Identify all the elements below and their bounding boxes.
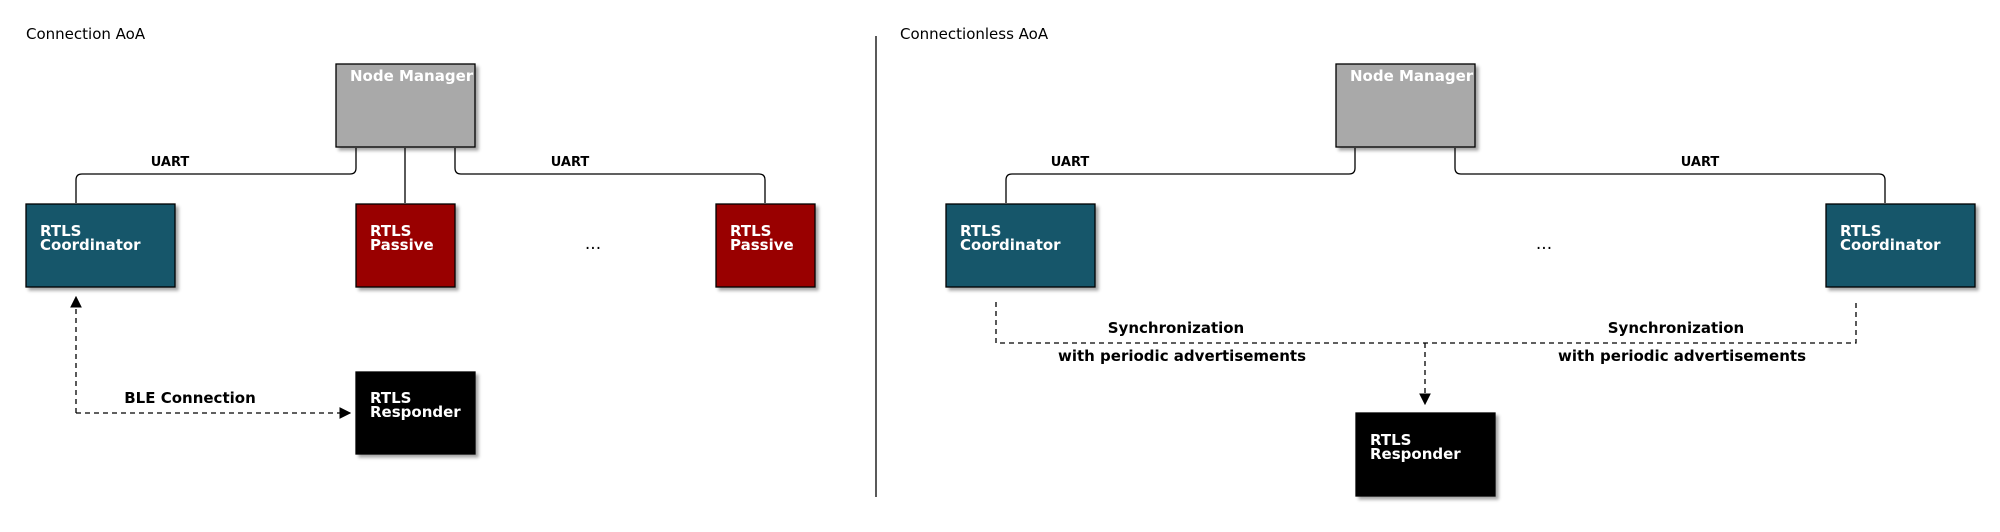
coordinator-label-line2: Coordinator — [40, 236, 141, 254]
rtls-passive-box-2: RTLS Passive — [715, 203, 816, 288]
coordinator-2-label-line1: RTLS — [1840, 222, 1881, 240]
node-manager-label-left: Node Manager — [350, 67, 474, 85]
passive-1-label-line2: Passive — [370, 236, 434, 254]
rtls-passive-box-1: RTLS Passive — [355, 203, 456, 288]
rtls-coordinator-box-1: RTLS Coordinator — [945, 203, 1096, 288]
rtls-coordinator-box-2: RTLS Coordinator — [1825, 203, 1976, 288]
connection-aoa-panel: Connection AoA UART UART BLE Connection … — [25, 25, 816, 455]
responder-right-label-line1: RTLS — [1370, 431, 1411, 449]
rtls-responder-box-left: RTLS Responder — [355, 371, 476, 455]
coordinator-1-label-line2: Coordinator — [960, 236, 1061, 254]
rtls-coordinator-box-left: RTLS Coordinator — [25, 203, 176, 288]
connectionless-aoa-panel: Connectionless AoA UART UART Synchroniza… — [900, 25, 1976, 497]
sync-left-line1: Synchronization — [1108, 319, 1245, 337]
passive-2-label-line1: RTLS — [730, 222, 771, 240]
ble-connection-label: BLE Connection — [124, 389, 256, 407]
responder-right-label-line2: Responder — [1370, 445, 1461, 463]
uart-label-right: UART — [551, 155, 590, 170]
sync-dashed-bus — [995, 302, 1857, 344]
node-manager-box-right: Node Manager — [1335, 63, 1476, 148]
responder-left-label-line2: Responder — [370, 403, 461, 421]
passive-2-label-line2: Passive — [730, 236, 794, 254]
coordinator-1-label-line1: RTLS — [960, 222, 1001, 240]
node-manager-label-right: Node Manager — [1350, 67, 1474, 85]
coordinator-label-line1: RTLS — [40, 222, 81, 240]
ellipsis-left: ... — [585, 234, 601, 254]
rtls-responder-box-right: RTLS Responder — [1355, 412, 1496, 497]
uart-label-right-panel-left: UART — [1051, 155, 1090, 170]
uart-link-passive-2 — [454, 148, 766, 203]
sync-left-line2: with periodic advertisements — [1058, 347, 1306, 365]
uart-link-coordinator-1 — [1005, 148, 1356, 203]
sync-right-line2: with periodic advertisements — [1558, 347, 1806, 365]
responder-left-label-line1: RTLS — [370, 389, 411, 407]
passive-1-label-line1: RTLS — [370, 222, 411, 240]
uart-label-right-panel-right: UART — [1681, 155, 1720, 170]
panel-title-connectionless-aoa: Connectionless AoA — [900, 25, 1049, 43]
uart-link-coordinator-2 — [1454, 148, 1886, 203]
sync-right-line1: Synchronization — [1608, 319, 1745, 337]
uart-label-left: UART — [151, 155, 190, 170]
coordinator-2-label-line2: Coordinator — [1840, 236, 1941, 254]
node-manager-box-left: Node Manager — [335, 63, 476, 148]
uart-link-coordinator — [75, 148, 357, 203]
ellipsis-right: ... — [1536, 234, 1552, 254]
panel-title-connection-aoa: Connection AoA — [26, 25, 146, 43]
